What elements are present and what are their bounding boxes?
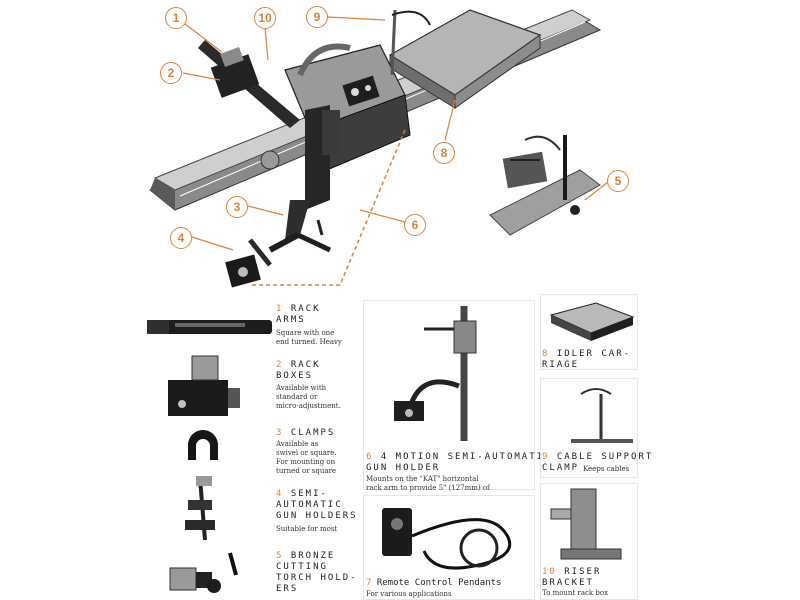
- part-panel-9: [540, 378, 638, 478]
- remote-pendant-image: [382, 508, 512, 570]
- callout-8: 8: [433, 142, 455, 164]
- cable-support-pole: [390, 9, 431, 76]
- four-motion-gun-holder-image: [394, 306, 477, 441]
- idler-carriage-image: [549, 302, 635, 341]
- part-8-title: 8 IDLER CAR-RIAGE: [542, 349, 632, 370]
- part-7-desc: For various applications: [366, 590, 452, 598]
- callout-5: 5: [607, 170, 629, 192]
- callout-1: 1: [165, 7, 187, 29]
- part-9-desc: Keeps cables: [583, 465, 630, 473]
- part-panel-10: [540, 483, 638, 600]
- riser-bracket-image: [550, 488, 622, 560]
- idler-carriage-plate: [388, 9, 542, 109]
- callout-2: 2: [160, 62, 182, 84]
- cable-support-clamp-image: [571, 388, 633, 443]
- part-7-title: 7 Remote Control Pendants: [366, 578, 502, 588]
- rack-arm-image: [147, 320, 272, 334]
- callout-leaders: [182, 16, 609, 251]
- part-panel-8: [540, 294, 638, 370]
- dashed-leader: [250, 129, 406, 286]
- callout-6: 6: [404, 214, 426, 236]
- part-panel-1: [140, 296, 358, 352]
- part-4-desc: Suitable for most: [276, 525, 338, 533]
- gun-holder-assembly: [225, 219, 332, 288]
- rack-arm-assembly: [198, 40, 340, 240]
- part-3-title: 3 CLAMPS: [276, 428, 336, 438]
- part-panel-7: [363, 495, 535, 600]
- callout-3: 3: [226, 196, 248, 218]
- part-panel-6: [363, 300, 535, 490]
- callout-4: 4: [170, 227, 192, 249]
- callout-10: 10: [254, 7, 276, 29]
- part-10-desc: To mount rack box: [542, 589, 609, 597]
- callout-9: 9: [306, 6, 328, 28]
